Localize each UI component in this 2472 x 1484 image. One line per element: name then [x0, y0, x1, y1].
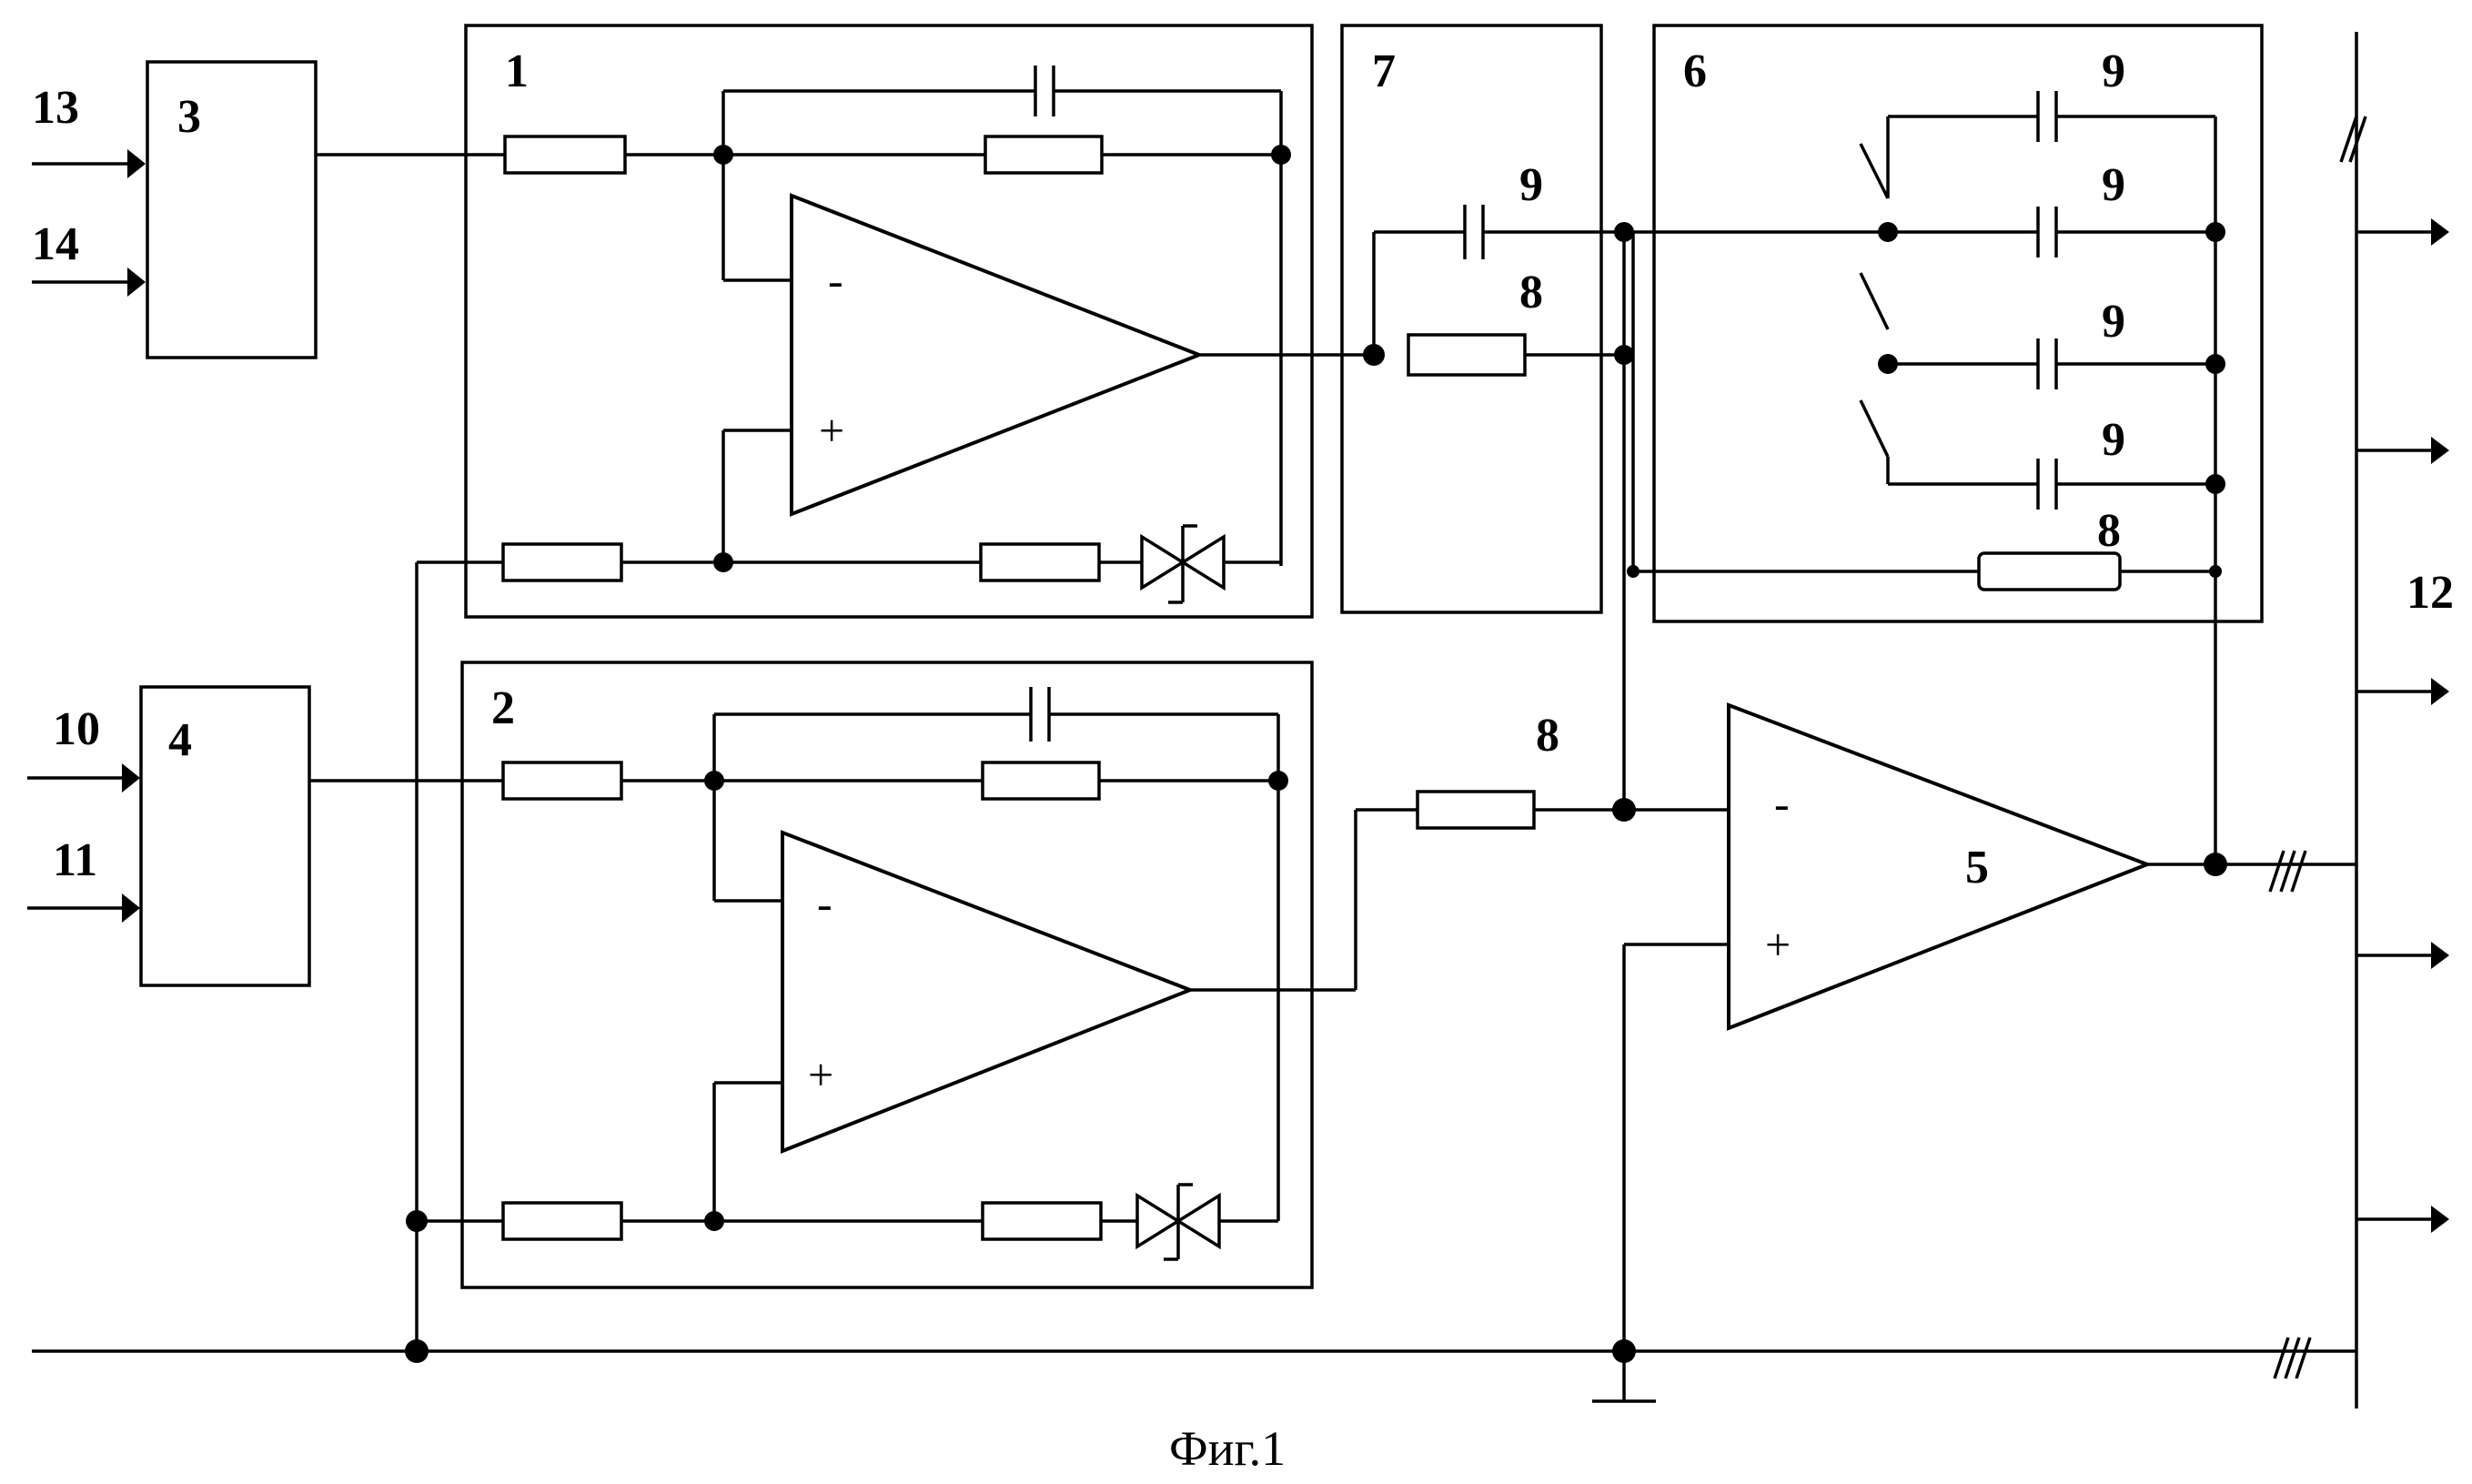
block-6-cap-9-d-label: 9 — [2102, 414, 2125, 466]
block-1-feedback-resistor — [985, 136, 1102, 173]
output-label-12: 12 — [2406, 567, 2454, 619]
block-2-feedback-resistor — [983, 762, 1099, 799]
block-4: 4 — [141, 687, 309, 985]
inputs-13-14: 13 14 — [32, 82, 146, 297]
block-1-bias-resistor — [503, 544, 621, 580]
block-1-zener-diode-icon — [1142, 526, 1224, 602]
op-amp-5-triangle — [1729, 705, 2147, 1028]
block-2: 2 - + — [417, 662, 1312, 1287]
block-1-minus-sign: - — [828, 255, 843, 306]
block-2-plus-sign: + — [808, 1049, 833, 1100]
block-7: 7 9 8 — [1342, 25, 1624, 612]
op-amp-5-label: 5 — [1965, 842, 1989, 893]
block-6-cap-9-a-label: 9 — [2102, 45, 2125, 97]
block-2-bias-resistor — [503, 1203, 621, 1239]
block-6-cap-9-c-label: 9 — [2102, 296, 2125, 348]
figure-caption: Фиг.1 — [1169, 1421, 1286, 1476]
input-label-13: 13 — [32, 82, 79, 134]
block-2-zener-diode-icon — [1137, 1185, 1219, 1259]
block-3-label: 3 — [177, 91, 201, 143]
block-6-res-8-label: 8 — [2097, 505, 2121, 557]
input-resistor-8 — [1418, 792, 1534, 828]
block-4-label: 4 — [168, 714, 192, 766]
block-6-cap-9-b-label: 9 — [2102, 159, 2125, 211]
block-2-op-amp — [782, 833, 1190, 1151]
block-1: 1 - + — [417, 25, 1312, 617]
block-6: 6 9 9 9 9 — [1624, 25, 2262, 864]
input-label-14: 14 — [32, 218, 79, 270]
inputs-10-11: 10 11 — [27, 703, 140, 923]
block-7-res-8-label: 8 — [1519, 267, 1543, 318]
switch-3-icon — [1861, 400, 1888, 457]
block-6-label: 6 — [1683, 45, 1707, 97]
input-label-10: 10 — [53, 703, 100, 755]
ground-line — [32, 1338, 2356, 1401]
block-2-input-resistor — [503, 762, 621, 799]
block-2-minus-sign: - — [817, 878, 832, 929]
block-1-label: 1 — [505, 45, 529, 97]
block-6-resistor — [1979, 553, 2120, 590]
output-bus-12: 12 — [2341, 32, 2454, 1408]
op-amp-5-minus-sign: - — [1774, 778, 1790, 829]
block-7-resistor — [1408, 335, 1525, 375]
input-resistor-8-label: 8 — [1536, 710, 1559, 762]
block-3: 3 — [147, 62, 316, 358]
block-1-input-resistor — [505, 136, 625, 173]
block-2-label: 2 — [491, 682, 515, 734]
input-label-11: 11 — [53, 834, 97, 886]
block-1-op-amp — [792, 196, 1199, 514]
block-1-plus-sign: + — [819, 405, 844, 456]
switch-1-icon — [1861, 144, 1888, 198]
block-1-series-resistor — [981, 544, 1099, 580]
switch-2-icon — [1861, 273, 1888, 329]
block-2-series-resistor — [983, 1203, 1101, 1239]
block-7-cap-9-label: 9 — [1519, 159, 1543, 211]
op-amp-5-plus-sign: + — [1765, 919, 1791, 970]
block-7-label: 7 — [1372, 45, 1396, 97]
op-amp-5: - + 5 — [1624, 705, 2356, 1351]
